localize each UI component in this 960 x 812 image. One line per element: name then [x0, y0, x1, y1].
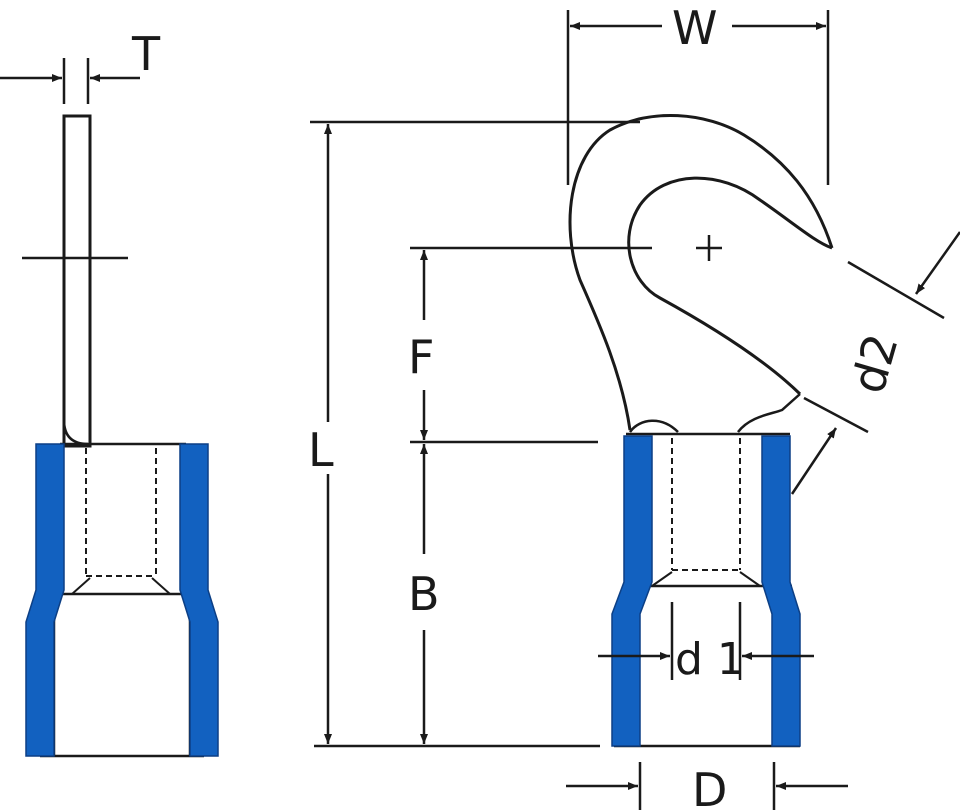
side-blade: [62, 114, 92, 448]
hook-slot: [627, 176, 833, 396]
front-insulation-right: [761, 435, 801, 747]
stud-center-cross: [696, 235, 722, 261]
front-taper-left: [651, 571, 673, 587]
dimension-D: [566, 762, 848, 810]
dimension-W: [566, 10, 830, 185]
front-insulation-left: [611, 435, 653, 747]
side-taper-left: [71, 577, 91, 595]
side-taper-right: [151, 577, 171, 595]
front-view: [568, 113, 834, 748]
label-T: T: [131, 27, 161, 81]
front-insulation: [611, 435, 801, 747]
label-L: L: [308, 423, 334, 477]
front-sleeve-dashed: [671, 438, 741, 571]
neck-left: [628, 419, 679, 433]
label-D: D: [692, 763, 727, 812]
dimension-d2: [790, 231, 960, 495]
dimension-d1: [598, 602, 814, 680]
label-B: B: [408, 567, 440, 621]
side-insulation-left: [25, 443, 65, 757]
neck-right: [737, 393, 801, 433]
hook-outer: [568, 113, 834, 431]
dimension-L: [310, 120, 640, 748]
side-insulation: [25, 443, 219, 757]
side-sleeve-dashed: [85, 448, 157, 577]
side-insulation-right: [179, 443, 219, 757]
label-d2: d2: [841, 328, 909, 399]
label-F: F: [408, 330, 434, 384]
dimension-F: [410, 246, 652, 444]
dimension-T: [0, 58, 140, 104]
label-W: W: [672, 1, 717, 55]
label-d1: d 1: [675, 634, 745, 685]
front-taper-right: [739, 571, 761, 587]
